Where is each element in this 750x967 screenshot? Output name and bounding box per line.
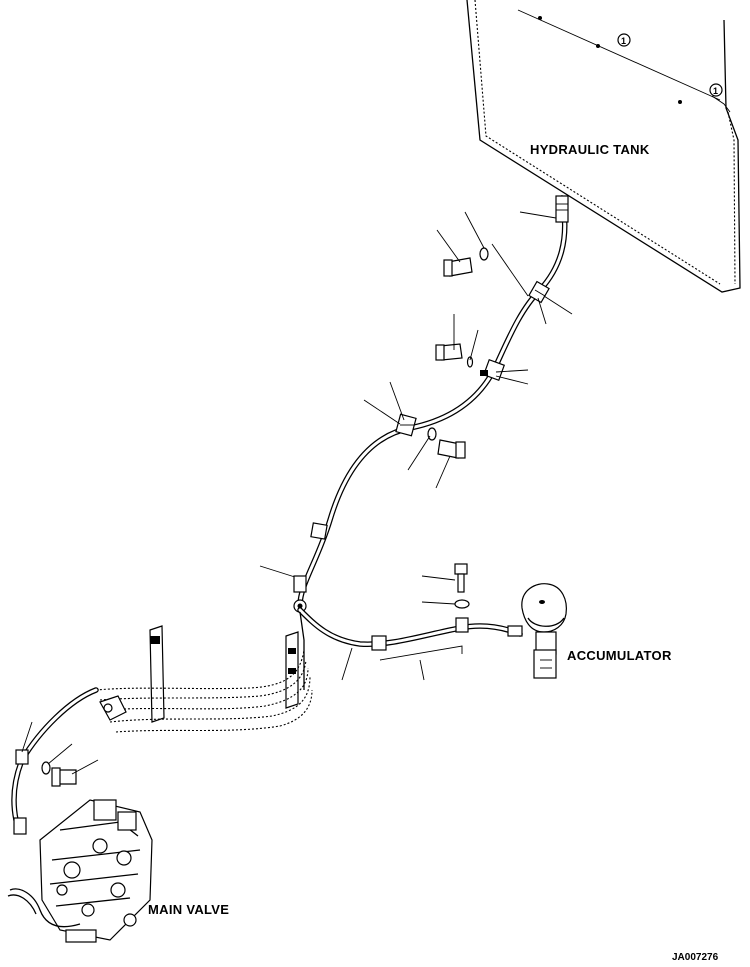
tank-callout-2: 1 (713, 86, 718, 96)
tank-callout-circle (617, 33, 631, 47)
bolt (437, 439, 466, 459)
accumulator (521, 583, 567, 679)
hose-clamp (15, 749, 29, 765)
hose-clamp (371, 635, 387, 651)
washer (479, 247, 489, 261)
elbow-fitting (99, 695, 127, 721)
accumulator-hose (297, 607, 523, 648)
washer (41, 761, 51, 775)
accumulator-label: ACCUMULATOR (567, 648, 672, 663)
hose-clamp (455, 617, 469, 633)
hydraulic-tank-label: HYDRAULIC TANK (530, 142, 650, 157)
washer (454, 599, 470, 609)
bolt (454, 563, 468, 593)
washer (427, 427, 437, 441)
washer (466, 356, 474, 368)
tee-fitting (293, 575, 307, 613)
bolt (51, 767, 77, 787)
hose-clamp (528, 280, 550, 304)
hydraulic-tank: 1 1 (466, 0, 741, 293)
return-hose (297, 195, 568, 608)
bolt (443, 257, 473, 277)
main-valve (7, 799, 153, 943)
mounting-bracket (285, 631, 299, 709)
tube-bundle (95, 649, 313, 733)
hose-clamp (480, 358, 506, 382)
tank-elbow-fitting (555, 195, 569, 223)
tank-callout-1: 1 (621, 36, 626, 46)
mounting-bracket (149, 625, 165, 723)
hose-clamp (310, 522, 328, 540)
tank-callout-circle (709, 83, 723, 97)
main-valve-label: MAIN VALVE (148, 902, 229, 917)
leader-lines-upper (259, 211, 573, 579)
hose-end-fitting (507, 625, 523, 637)
drawing-id: JA007276 (672, 952, 719, 963)
bolt (435, 343, 463, 361)
hose-clamp (395, 413, 417, 437)
